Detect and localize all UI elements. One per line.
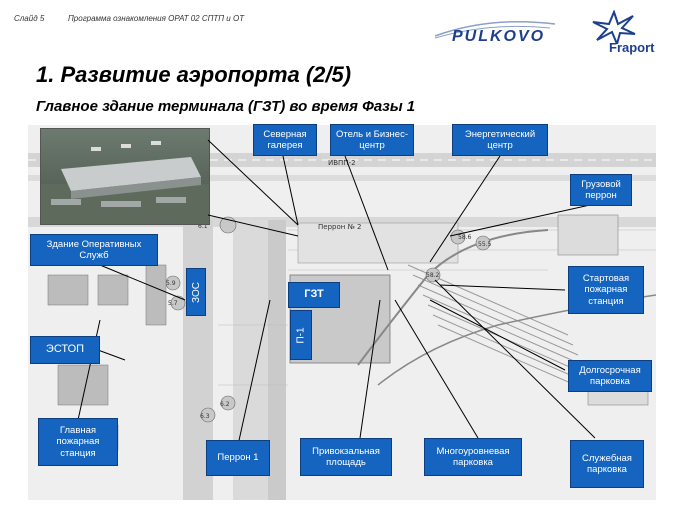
label-apron-1: Перрон 1 <box>206 440 270 476</box>
label-p1: П-1 <box>290 310 312 360</box>
svg-text:6.3: 6.3 <box>200 413 210 420</box>
label-hotel: Отель и Бизнес-центр <box>330 124 414 156</box>
aerial-photo-image <box>41 129 209 224</box>
pulkovo-text: PULKOVO <box>452 28 546 45</box>
pulkovo-swoosh-icon <box>434 21 556 39</box>
label-multilevel-parking: Многоуровневая парковка <box>424 438 522 476</box>
label-start-fire-station: Стартовая пожарная станция <box>568 266 644 314</box>
label-ops-building: Здание Оперативных Служб <box>30 234 158 266</box>
label-north-gallery: Северная галерея <box>253 124 317 156</box>
runway-label: ИВПП-2 <box>328 159 356 167</box>
program-name: Программа ознакомления ОРАТ 02 СПТП и ОТ <box>68 14 245 23</box>
svg-text:5.7: 5.7 <box>168 300 178 307</box>
label-cargo-apron: Грузовой перрон <box>570 174 632 206</box>
airport-map: 6.1 58.6 58.2 55.5 5.7 5.9 6.3 6.2 ИВПП-… <box>28 125 657 500</box>
fraport-star-icon <box>592 10 636 44</box>
label-zos: ЗОС <box>186 268 206 316</box>
label-station-square: Привокзальная площадь <box>300 438 392 476</box>
label-long-parking: Долгосрочная парковка <box>568 360 652 392</box>
slide-number: Слайд 5 <box>14 14 45 23</box>
pulkovo-logo: PULKOVO <box>430 14 560 54</box>
apron2-label: Перрон № 2 <box>318 223 362 231</box>
airport-plan-drawing: 6.1 58.6 58.2 55.5 5.7 5.9 6.3 6.2 ИВПП-… <box>28 125 657 500</box>
page-title: 1. Развитие аэропорта (2/5) <box>36 62 352 87</box>
svg-text:58.2: 58.2 <box>426 272 440 279</box>
label-gzt: ГЗТ <box>288 282 340 308</box>
label-main-fire-station: Главная пожарная станция <box>38 418 118 466</box>
svg-text:6.2: 6.2 <box>220 401 230 408</box>
fraport-logo: Fraport <box>585 10 665 56</box>
svg-text:6.1: 6.1 <box>198 223 208 230</box>
svg-text:5.9: 5.9 <box>166 280 176 287</box>
svg-text:58.6: 58.6 <box>458 234 472 241</box>
fraport-text: Fraport <box>609 40 655 55</box>
label-service-parking: Служебная парковка <box>570 440 644 488</box>
svg-text:55.5: 55.5 <box>478 241 492 248</box>
page-subtitle: Главное здание терминала (ГЗТ) во время … <box>36 98 416 115</box>
aerial-photo <box>40 128 210 225</box>
label-estop: ЭСТОП <box>30 336 100 364</box>
label-energy-center: Энергетический центр <box>452 124 548 156</box>
